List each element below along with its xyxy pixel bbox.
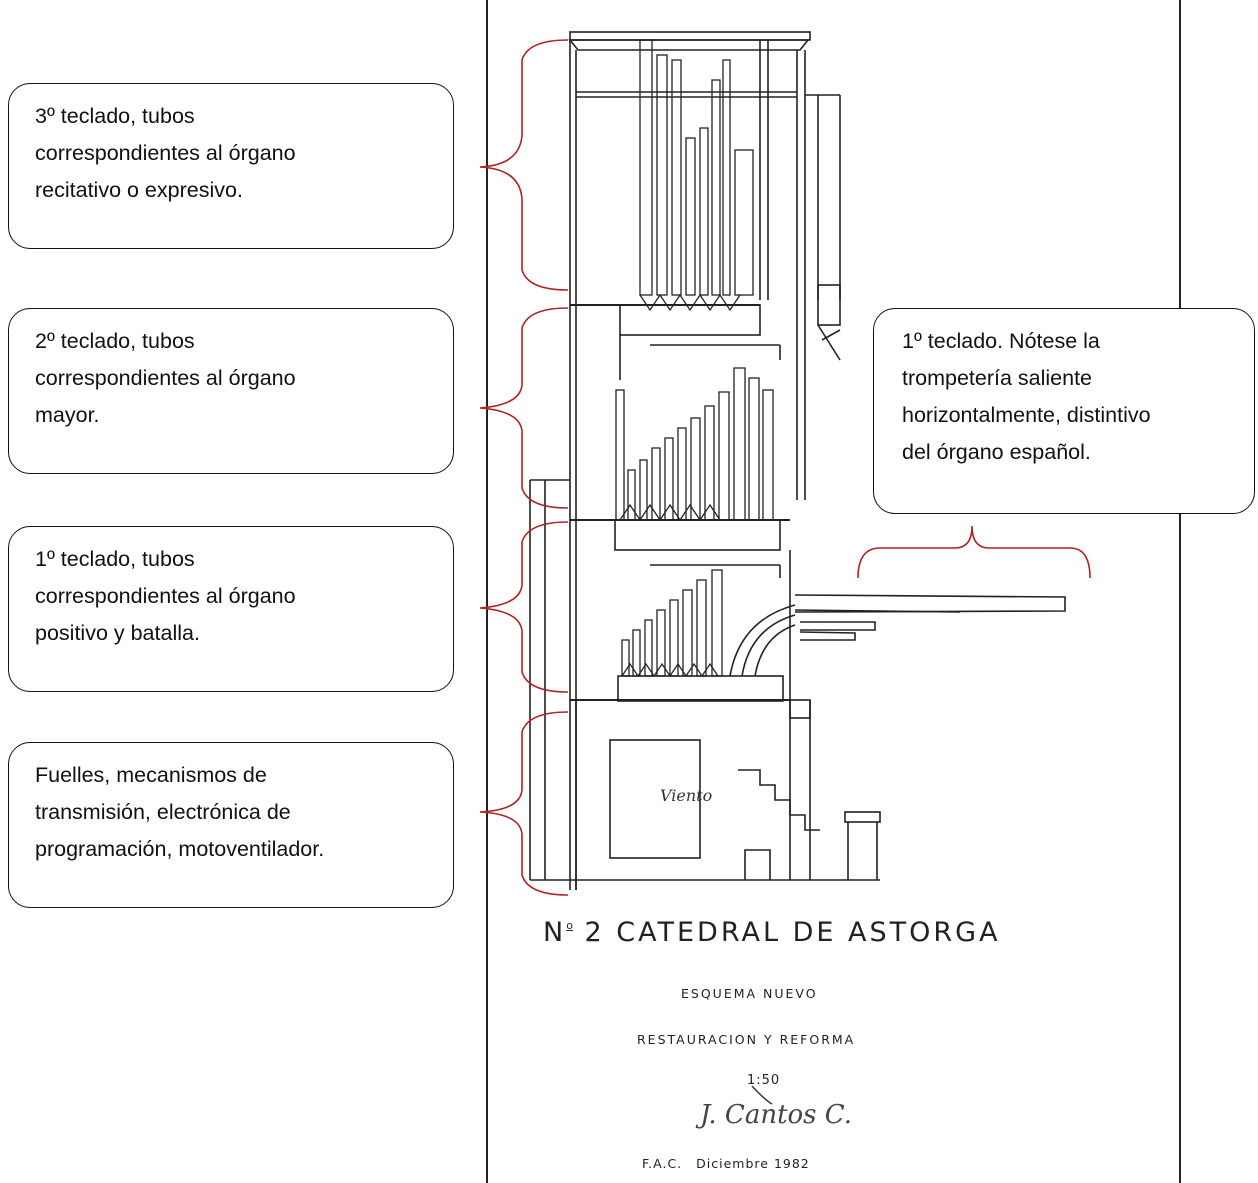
title-sup: o: [566, 919, 573, 932]
callout-line: correspondientes al órgano: [35, 584, 296, 608]
callout-teclado1: 1º teclado, tubos correspondientes al ór…: [8, 526, 454, 692]
callout-line: correspondientes al órgano: [35, 366, 296, 390]
callout-line: del órgano español.: [902, 440, 1091, 464]
bracket-fuelles: [479, 711, 569, 896]
callout-fuelles: Fuelles, mecanismos de transmisión, elec…: [8, 742, 454, 908]
callout-line: recitativo o expresivo.: [35, 178, 243, 202]
signature: J. Cantos C.: [700, 1100, 853, 1130]
callout-line: mayor.: [35, 403, 100, 427]
callout-line: 3º teclado, tubos: [35, 104, 195, 128]
bracket-teclado1: [479, 521, 569, 693]
callout-line: programación, motoventilador.: [35, 837, 325, 861]
callout-line: Fuelles, mecanismos de: [35, 763, 267, 787]
author-initials: F.A.C.: [642, 1156, 683, 1171]
viento-label: Viento: [660, 786, 713, 805]
bracket-teclado3: [479, 39, 569, 291]
callout-line: correspondientes al órgano: [35, 141, 296, 165]
drawing-footer: F.A.C. Diciembre 1982: [642, 1156, 810, 1171]
bracket-trompeteria: [857, 525, 1091, 579]
callout-line: transmisión, electrónica de: [35, 800, 291, 824]
title-prefix: N: [543, 917, 567, 948]
callout-teclado2: 2º teclado, tubos correspondientes al ór…: [8, 308, 454, 474]
subtitle-esquema: ESQUEMA NUEVO: [681, 986, 818, 1001]
callout-line: 1º teclado. Nótese la: [902, 329, 1100, 353]
subtitle-restauracion: RESTAURACION Y REFORMA: [637, 1032, 856, 1047]
callout-trompeteria: 1º teclado. Nótese la trompetería salien…: [873, 308, 1255, 514]
callout-line: horizontalmente, distintivo: [902, 403, 1151, 427]
scale-label: 1:50: [747, 1073, 781, 1088]
pipe-rank-mayor: [615, 367, 774, 522]
bracket-teclado2: [479, 307, 569, 509]
pipe-rank-recitativo: [639, 39, 754, 312]
callout-teclado3: 3º teclado, tubos correspondientes al ór…: [8, 83, 454, 249]
drawing-date: Diciembre 1982: [696, 1156, 810, 1171]
callout-line: 2º teclado, tubos: [35, 329, 195, 353]
callout-line: positivo y batalla.: [35, 621, 200, 645]
title-main: 2 CATEDRAL DE ASTORGA: [572, 917, 1001, 948]
drawing-title: No 2 CATEDRAL DE ASTORGA: [543, 917, 1001, 948]
callout-line: trompetería saliente: [902, 366, 1093, 390]
callout-line: 1º teclado, tubos: [35, 547, 195, 571]
pipe-rank-positivo: [621, 569, 723, 678]
